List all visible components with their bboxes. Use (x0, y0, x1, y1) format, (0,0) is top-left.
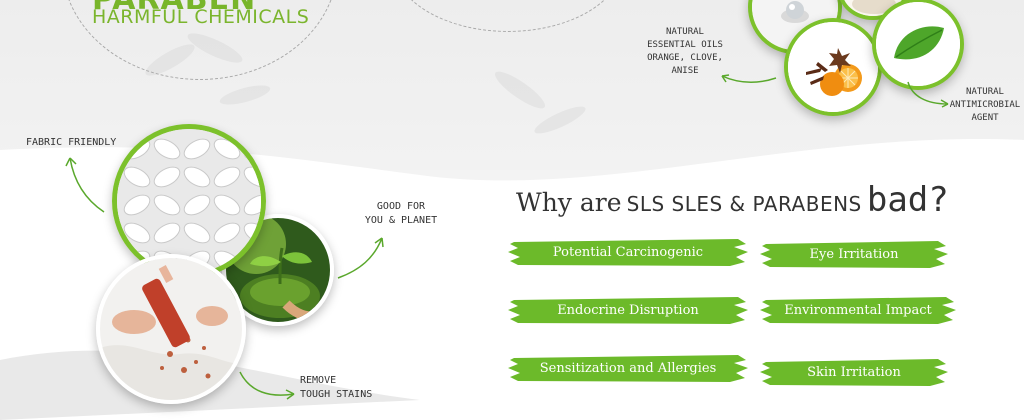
effect-pill: Endocrine Disruption (508, 294, 748, 326)
effect-pill-label: Potential Carcinogenic (552, 244, 704, 260)
effect-pill: Environmental Impact (760, 294, 956, 326)
title-prefix: Why are (516, 188, 622, 217)
brush-stroke-shape (760, 297, 956, 324)
brush-stroke-shape (508, 297, 748, 324)
essential-oils-line-3: ORANGE, CLOVE, (647, 53, 723, 63)
woven-fabric-icon (117, 129, 261, 273)
remove-stains-label: REMOVE TOUGH STAINS (300, 374, 390, 402)
effect-pill: Skin Irritation (760, 356, 948, 388)
fabric-circle (112, 124, 266, 278)
antimicrobial-line-1: NATURAL (966, 87, 1004, 97)
effect-pill-label: Endocrine Disruption (557, 302, 699, 318)
effect-pill-label: Skin Irritation (807, 364, 901, 380)
title-chemicals: SLS SLES & PARABENS (626, 192, 862, 216)
leaf-icon (876, 2, 960, 86)
essential-oils-line-1: NATURAL (666, 27, 704, 37)
essential-oils-circle (784, 18, 882, 116)
essential-oils-label: NATURAL ESSENTIAL OILS ORANGE, CLOVE, AN… (640, 26, 730, 78)
antimicrobial-circle (872, 0, 964, 90)
seedling-icon (226, 218, 330, 322)
arrow-essential-oils (721, 74, 777, 83)
stains-line-1: REMOVE (300, 375, 337, 386)
effect-pill-label: Sensitization and Allergies (539, 360, 717, 376)
headline-partial: PARABEN (92, 0, 256, 17)
effect-pill: Sensitization and Allergies (508, 352, 748, 384)
antimicrobial-label: NATURAL ANTIMICROBIAL AGENT (944, 86, 1024, 125)
headline-subtitle: HARMFUL CHEMICALS (92, 6, 310, 28)
essential-oils-line-2: ESSENTIAL OILS (647, 40, 723, 50)
arrow-antimicrobial (907, 81, 949, 108)
antimicrobial-line-3: AGENT (971, 113, 999, 123)
fabric-friendly-label: FABRIC FRIENDLY (26, 137, 117, 148)
orange-clove-icon (788, 22, 878, 112)
essential-oils-line-4: ANISE (671, 66, 699, 76)
title-suffix: bad? (866, 180, 949, 220)
good-line-1: GOOD FOR (376, 201, 426, 212)
arrow-good-for-you (337, 237, 384, 279)
arrow-stains (239, 371, 295, 400)
effect-pill-label: Environmental Impact (784, 302, 932, 318)
effect-pill: Potential Carcinogenic (508, 236, 748, 268)
brush-stroke-shape (760, 241, 948, 268)
stains-line-2: TOUGH STAINS (300, 389, 373, 400)
effect-pill: Eye Irritation (760, 238, 948, 270)
stained-shirt-icon (100, 258, 242, 400)
brush-stroke-shape (508, 355, 748, 382)
brush-stroke-shape (760, 359, 948, 386)
plant-circle (222, 214, 334, 326)
good-line-2: YOU & PLANET (364, 215, 438, 226)
effect-pill-label: Eye Irritation (809, 246, 899, 262)
antimicrobial-line-2: ANTIMICROBIAL (949, 100, 1021, 110)
stain-circle (96, 254, 246, 404)
arrow-fabric (65, 157, 105, 213)
section-title: Why are SLS SLES & PARABENS bad? (516, 180, 949, 220)
brush-stroke-shape (508, 239, 748, 266)
good-for-you-label: GOOD FOR YOU & PLANET (356, 200, 446, 228)
